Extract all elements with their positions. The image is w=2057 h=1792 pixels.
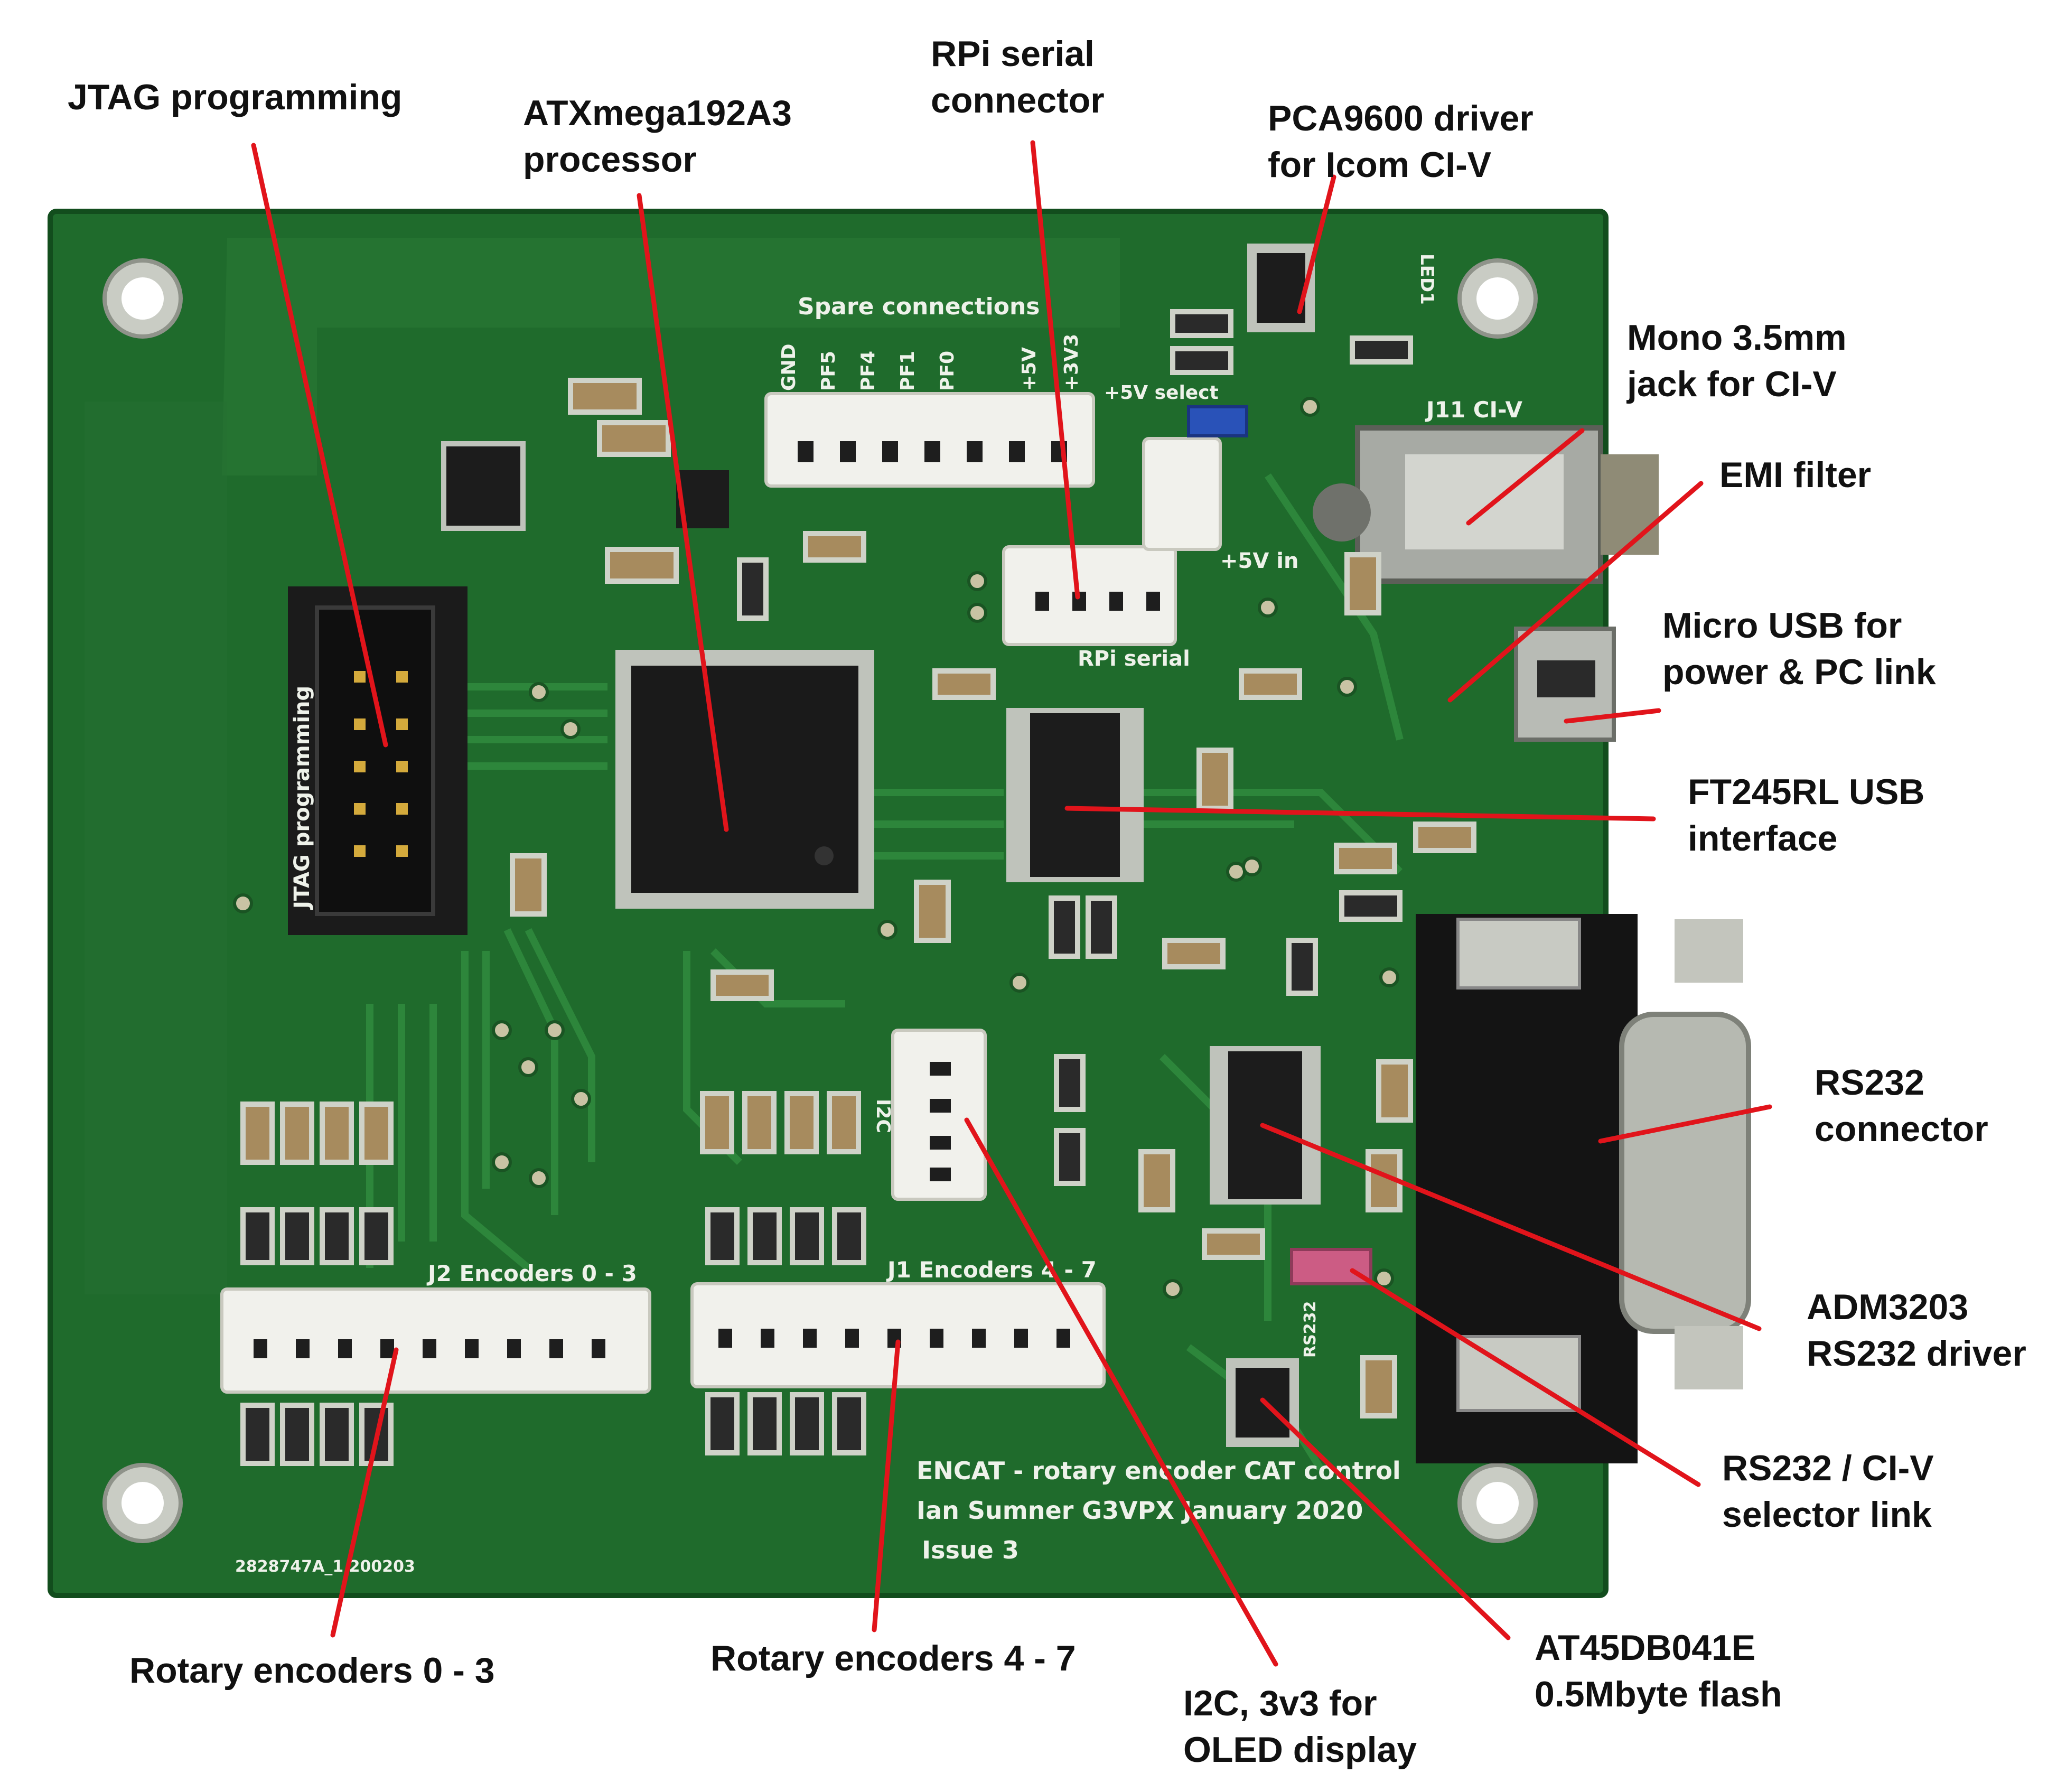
u6-flash [1226, 1358, 1299, 1447]
label-emi-filter: EMI filter [1719, 455, 1872, 495]
leader-flash [1260, 1397, 1511, 1640]
label-mono-jack: Mono 3.5mm jack for CI-V [1627, 318, 1847, 404]
label-rs232-connector: RS232 connector [1815, 1062, 1988, 1149]
label-ft245-usb: FT245RL USB interface [1688, 772, 1925, 858]
u1-processor [615, 650, 874, 909]
leader-emi-filter [1447, 481, 1704, 703]
rpi-serial-connector [1002, 545, 1177, 646]
silk-encoders-4-7: J1 Encoders 4 - 7 [886, 1257, 1097, 1283]
silk-5v-in: +5V in [1220, 549, 1298, 573]
i2c-connector [891, 1029, 987, 1201]
leader-encoders-4-7 [872, 1339, 901, 1632]
spare-connector [764, 392, 1095, 488]
silk-pin-label: PF4 [857, 351, 879, 391]
silk-footer-line-2: Ian Sumner G3VPX January 2020 [917, 1496, 1363, 1525]
silk-spare-pins: GND PF5 PF4 PF1 PF0 +5V +3V3 [778, 334, 1082, 391]
leader-rpi-serial [1030, 140, 1080, 600]
silk-rpi-serial: RPi serial [1078, 647, 1190, 671]
silk-footer-line-3: Issue 3 [922, 1536, 1019, 1564]
silk-i2c: I2C [872, 1099, 894, 1133]
u5-adm3203 [1210, 1046, 1321, 1205]
label-rpi-serial-connector: RPi serial connector [931, 34, 1105, 120]
silk-encoders-0-3: J2 Encoders 0 - 3 [426, 1261, 637, 1286]
leader-selector-link [1350, 1268, 1701, 1487]
silk-5v-select: +5V select [1104, 382, 1219, 404]
silk-pin-label: PF5 [818, 351, 839, 391]
leader-ft245 [1064, 806, 1656, 822]
label-adm3203-driver: ADM3203 RS232 driver [1807, 1287, 2026, 1374]
silk-led1: LED1 [1416, 254, 1437, 305]
leader-mono-jack [1466, 428, 1585, 526]
silk-pin-label: PF1 [897, 351, 919, 391]
label-jtag-programming: JTAG programming [68, 77, 403, 117]
silk-jtag: JTAG programming [290, 686, 314, 910]
mono-jack [1313, 425, 1659, 584]
label-processor: ATXmega192A3 processor [523, 93, 792, 180]
silk-pin-label: PF0 [937, 351, 958, 391]
power-connector [1142, 437, 1222, 551]
leader-micro-usb [1564, 708, 1661, 724]
silk-spare-connections: Spare connections [798, 293, 1040, 320]
leader-oled [964, 1117, 1278, 1667]
silk-pin-label: +3V3 [1061, 334, 1082, 391]
leader-pca9600 [1297, 174, 1336, 314]
leader-encoders-0-3 [330, 1347, 399, 1638]
label-rs232-civ-selector: RS232 / CI-V selector link [1722, 1448, 1934, 1535]
5v-select-jumper [1187, 405, 1248, 437]
rs232-civ-jumper [1290, 1248, 1372, 1285]
leader-rs232-connector [1598, 1104, 1772, 1144]
leader-adm3203 [1260, 1123, 1762, 1331]
silk-rs232: RS232 [1301, 1301, 1320, 1358]
leader-jtag [251, 143, 388, 748]
db9-connector [1416, 914, 1751, 1463]
leader-lines [251, 140, 1772, 1667]
label-at45db041e-flash: AT45DB041E 0.5Mbyte flash [1535, 1628, 1782, 1714]
label-i2c-oled: I2C, 3v3 for OLED display [1183, 1683, 1417, 1770]
label-rotary-encoders-0-3: Rotary encoders 0 - 3 [129, 1650, 495, 1691]
silk-pin-label: +5V [1018, 347, 1040, 391]
u7-pca9600 [1247, 244, 1315, 332]
silk-j11: J11 CI-V [1425, 397, 1523, 423]
silk-pin-label: GND [778, 343, 800, 391]
label-rotary-encoders-4-7: Rotary encoders 4 - 7 [710, 1638, 1076, 1678]
label-micro-usb: Micro USB for power & PC link [1662, 605, 1936, 692]
leader-processor [637, 193, 729, 832]
jtag-header [288, 586, 467, 935]
u2-ft245 [1006, 708, 1144, 882]
u3-regulator [441, 441, 526, 531]
label-pca9600-driver: PCA9600 driver for Icom CI-V [1268, 98, 1534, 185]
silk-fab-code: 2828747A_1 200203 [235, 1557, 415, 1576]
